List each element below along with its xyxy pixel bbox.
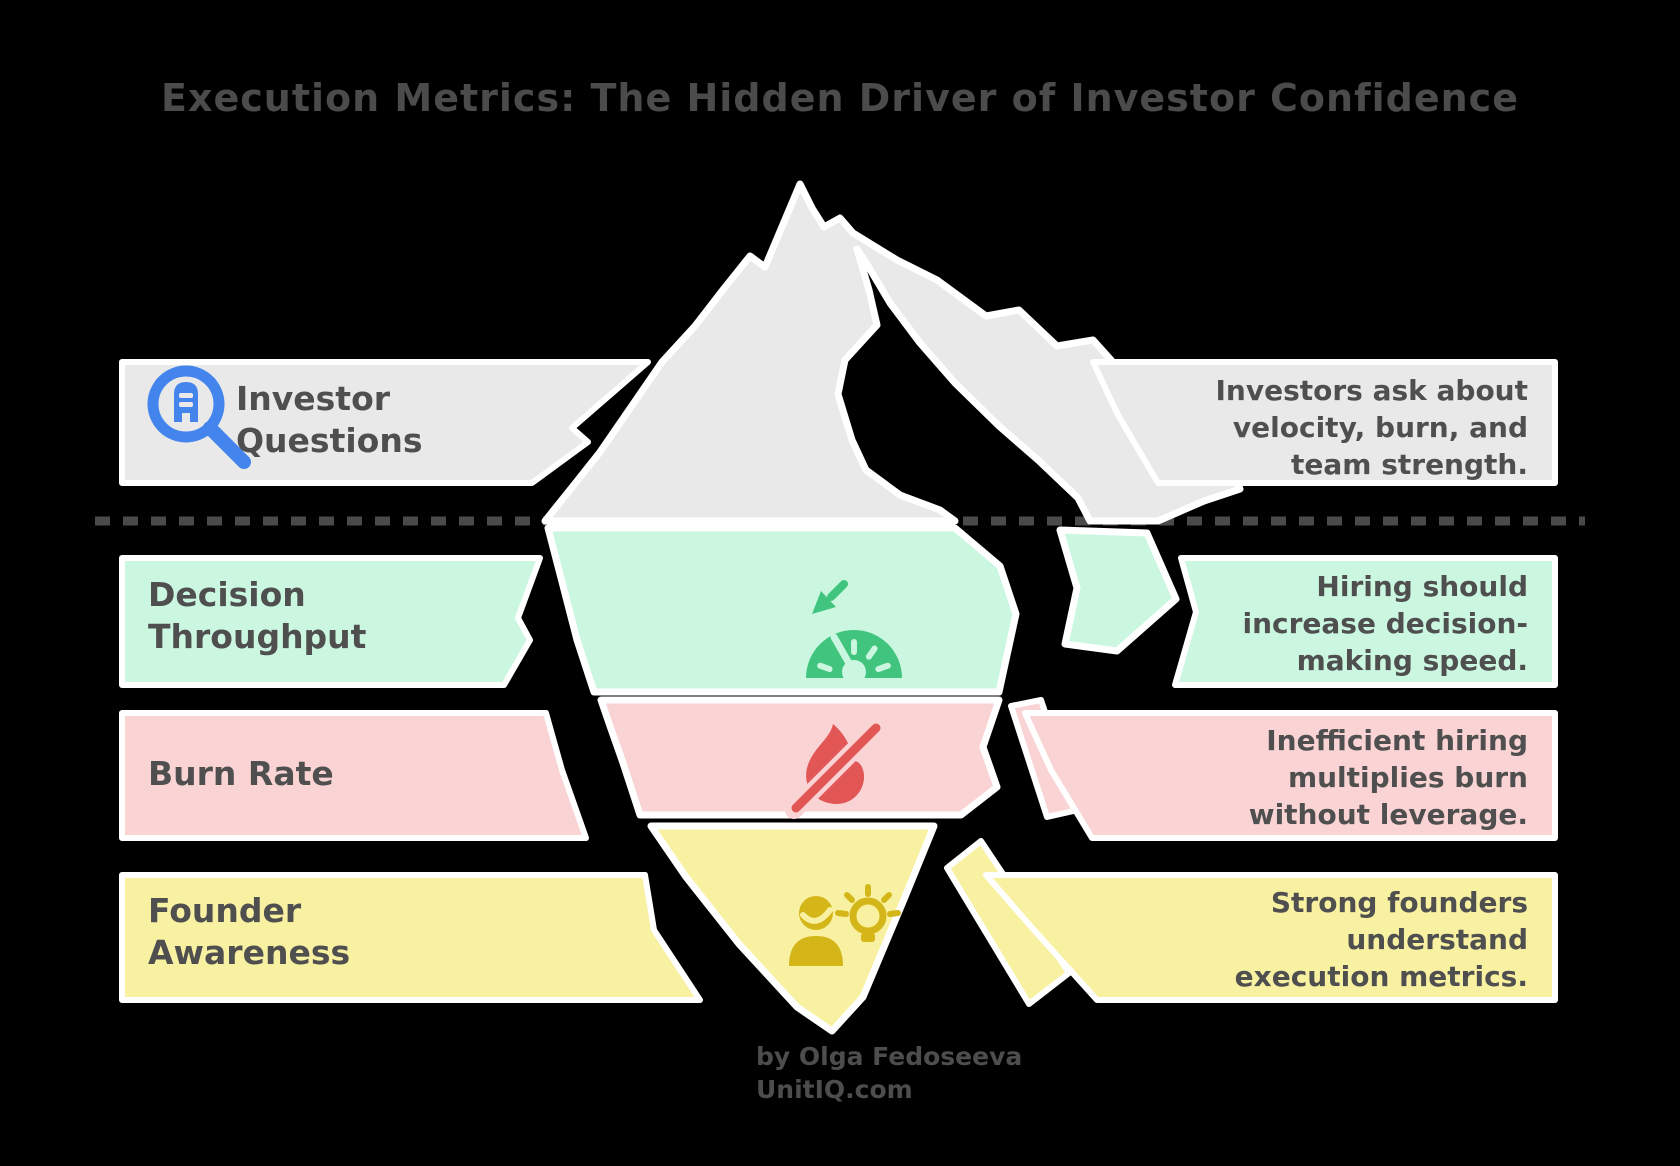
- description-line: making speed.: [1296, 644, 1528, 677]
- row-label-founder-awareness: Founder Awareness: [148, 890, 350, 974]
- down-arrow-shaft: [827, 580, 848, 601]
- magnifier-building-icon: [147, 365, 251, 469]
- label-line: Burn Rate: [148, 754, 334, 793]
- lightbulb-ray: [844, 892, 855, 903]
- description-line: Inefficient hiring: [1266, 724, 1528, 757]
- building-window: [179, 402, 193, 407]
- iceberg-yellow-section: [647, 822, 938, 1035]
- building-window: [179, 393, 193, 398]
- description-line: Investors ask about: [1215, 374, 1528, 407]
- investor-questions-left-band: [119, 359, 651, 486]
- lightbulb-glass: [849, 897, 887, 935]
- person-shoulders: [789, 936, 843, 966]
- description-line: multiplies burn: [1287, 761, 1528, 794]
- lightbulb-ray: [835, 910, 849, 917]
- row-description-founder-awareness: Strong founders understand execution met…: [1058, 884, 1528, 995]
- founder-awareness-left-band: [119, 872, 703, 1003]
- burn-rate-right-band: [1022, 710, 1558, 841]
- credit-site: UnitIQ.com: [756, 1075, 913, 1104]
- row-description-decision-throughput: Hiring should increase decision- making …: [1058, 568, 1528, 679]
- iceberg-pink-section: [597, 696, 1003, 819]
- description-line: execution metrics.: [1234, 960, 1528, 993]
- description-line: understand: [1346, 923, 1528, 956]
- lightbulb-base: [861, 933, 875, 942]
- infographic-title: Execution Metrics: The Hidden Driver of …: [161, 76, 1519, 120]
- slash-line: [791, 723, 881, 813]
- flame-slash-icon: [785, 717, 887, 819]
- gauge-down-arrow-icon: [806, 580, 902, 684]
- person-smile: [800, 907, 833, 924]
- row-description-investor-questions: Investors ask about velocity, burn, and …: [1058, 372, 1528, 483]
- gauge-needle-hub: [842, 660, 866, 684]
- row-label-decision-throughput: Decision Throughput: [148, 574, 366, 658]
- description-line: team strength.: [1291, 448, 1528, 481]
- lightbulb-ray: [881, 892, 892, 903]
- description-line: velocity, burn, and: [1232, 411, 1528, 444]
- label-line: Decision: [148, 575, 306, 614]
- description-line: without leverage.: [1248, 798, 1528, 831]
- magnifier-lens: [147, 365, 225, 443]
- label-line: Investor: [236, 379, 391, 418]
- decision-throughput-right-band: [1172, 555, 1558, 688]
- magnifier-handle: [203, 421, 251, 469]
- iceberg-mint-section: [544, 524, 1020, 696]
- row-label-burn-rate: Burn Rate: [148, 753, 334, 795]
- label-line: Questions: [236, 421, 423, 460]
- label-line: Throughput: [148, 617, 367, 656]
- founder-awareness-right-band: [983, 872, 1558, 1003]
- row-description-burn-rate: Inefficient hiring multiplies burn witho…: [1058, 722, 1528, 833]
- investor-questions-right-band: [1090, 359, 1558, 486]
- down-arrow-head: [812, 591, 836, 614]
- lightbulb-ray: [887, 910, 901, 917]
- description-line: Hiring should: [1316, 570, 1528, 603]
- gauge-tick: [865, 645, 878, 660]
- iceberg-mint-shard: [1056, 526, 1180, 655]
- description-line: Strong founders: [1270, 886, 1528, 919]
- person-lightbulb-icon: [789, 884, 901, 966]
- decision-throughput-left-band: [119, 555, 543, 688]
- row-label-investor-questions: Investor Questions: [236, 378, 422, 462]
- description-line: increase decision-: [1242, 607, 1528, 640]
- credit-block: by Olga Fedoseeva UnitIQ.com: [756, 1040, 1022, 1106]
- burn-rate-left-band: [119, 710, 589, 841]
- building-door: [182, 413, 190, 422]
- gauge-tick: [817, 662, 833, 673]
- label-line: Awareness: [148, 933, 351, 972]
- label-line: Founder: [148, 891, 302, 930]
- credit-author: by Olga Fedoseeva: [756, 1042, 1023, 1071]
- gauge-tick: [875, 662, 891, 673]
